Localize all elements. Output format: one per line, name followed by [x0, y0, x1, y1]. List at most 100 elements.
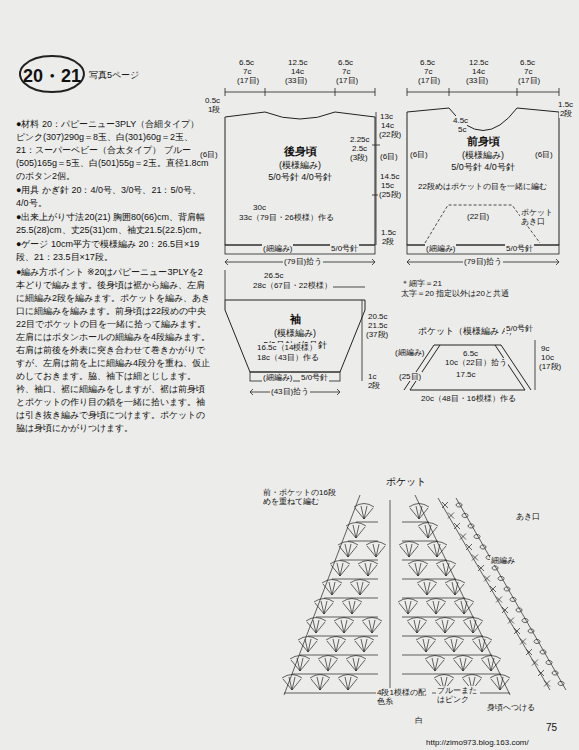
dimension-label: 1段 [207, 105, 221, 114]
chart-stroke [448, 513, 454, 519]
chart-stroke [334, 618, 354, 634]
dimension-label: (43目)拾う [270, 387, 310, 396]
chart-stroke [454, 523, 460, 529]
chart-stroke [436, 561, 456, 577]
dimension-label: 5c [457, 125, 467, 134]
dimension-label: 9c [540, 344, 550, 353]
dimension-label: 26.5c [263, 271, 285, 280]
chart-stroke [418, 523, 438, 539]
dimension-label: 7c [242, 67, 252, 76]
chart-stroke [290, 656, 310, 672]
dimension-label: ＊細字＝21 [400, 279, 443, 288]
dimension-label: 5/0号針 [300, 373, 329, 382]
dimension-label: (17目) [517, 76, 541, 85]
dimension-label: (17段) [538, 362, 562, 371]
piece-title: 袖 [290, 312, 301, 327]
chart-stroke [398, 599, 418, 615]
dimension-label: 21.5c [367, 321, 389, 330]
chart-stroke [472, 637, 492, 653]
dimension-label: 12.5c [287, 58, 309, 67]
dimension-label: (6目) [409, 150, 429, 159]
dimension-label: 13c [379, 112, 394, 121]
dimension-label: (33目) [284, 76, 308, 85]
chart-stroke [444, 637, 464, 653]
dimension-label: 5/0号針 [505, 244, 534, 253]
piece-title: ポケット（模様編み A） [418, 325, 517, 337]
dimension-label: (細編み) [262, 244, 293, 253]
chart-label: ポケット [385, 476, 427, 488]
dimension-label: 14c [471, 67, 486, 76]
note-text: ●編み方ポイント ※20はパピーニュー3PLYを2本どりで編みます。後身頃は裾か… [16, 266, 210, 436]
dimension-label: 7c [523, 67, 533, 76]
dimension-label: 14.5c [379, 172, 401, 181]
dimension-label: 30c [252, 203, 267, 212]
dimension-label: ポケットあき口 [520, 208, 556, 226]
chart-stroke [310, 675, 330, 691]
dimension-label: (22目) [466, 212, 490, 221]
dimension-label: (33目) [465, 76, 489, 85]
dimension-line [362, 300, 363, 381]
chart-stroke [366, 542, 386, 558]
chart-stroke [340, 560, 447, 561]
chart-stroke [399, 542, 419, 558]
chart-stroke [407, 618, 427, 634]
piece-note: (模様編み) [462, 149, 504, 161]
chart-label: 4段1模様の配色糸 [376, 688, 432, 706]
dimension-label: (25段) [378, 190, 402, 199]
dimension-label: (細編み) [262, 373, 293, 382]
piece-title: 前身頃 [467, 134, 500, 149]
chart-stroke [442, 502, 448, 508]
dimension-label: 太字＝20 指定以外は20と共通 [400, 289, 510, 298]
dimension-label: 7c [341, 67, 351, 76]
chart-stroke [330, 561, 350, 577]
dimension-label: 1c [367, 372, 377, 381]
dimension-label: 6.5c [337, 58, 354, 67]
dimension-label: 16.5c（14模様） [256, 343, 318, 352]
dimension-label: 20.5c [367, 312, 389, 321]
chart-stroke [417, 580, 437, 596]
note-text: ●材料 20：パピーニュー3PLY（合細タイプ） ピンク(307)290g＝8玉… [16, 118, 210, 183]
chart-stroke [338, 675, 358, 691]
chart-stroke [332, 579, 456, 580]
crochet-chart [282, 495, 566, 700]
chart-label: 細編み [490, 556, 516, 565]
dimension-label: 12.5c [468, 58, 490, 67]
note-text: ●出来上がり寸法20(21) 胸囲80(66)cm、背肩幅25.5(28)cm、… [16, 211, 210, 237]
piece-note: 5/0号針 4/0号針 [268, 171, 332, 183]
chart-stroke [460, 534, 466, 540]
dimension-label: (細編み) [394, 348, 425, 357]
piece-text: 20・21 [20, 64, 84, 88]
chart-stroke [292, 674, 501, 675]
chart-stroke [453, 656, 473, 672]
chart-stroke [356, 522, 429, 523]
dimension-label: 15c [380, 181, 395, 190]
chart-stroke [362, 618, 382, 634]
dimension-label: (6目) [379, 152, 399, 161]
dimension-label: 14c [380, 121, 395, 130]
chart-stroke [502, 607, 508, 613]
chart-label: 白 [414, 716, 424, 725]
dimension-label: 2段 [559, 109, 573, 118]
dimension-label: 22段めはポケットの目を一緒に編む [417, 182, 548, 191]
dimension-label: 6.5c [238, 58, 255, 67]
chart-stroke [326, 637, 346, 653]
dimension-label: 5/0号針 [505, 324, 534, 333]
chart-stroke [438, 498, 566, 690]
chart-label: 前・ポケットの16段めを重ねて編む [262, 488, 342, 506]
dimension-label: (79目)拾う [283, 257, 323, 266]
piece-note: (模様編み) [274, 327, 316, 339]
piece-title: 20・21 [23, 64, 81, 88]
dimension-label: 2.25c [349, 135, 371, 144]
dimension-label: (17目) [335, 76, 359, 85]
dimension-line [407, 88, 559, 96]
chart-stroke [350, 580, 370, 596]
chart-stroke [435, 618, 455, 634]
chart-stroke [409, 504, 429, 520]
page-mark: http://zimo973.blog.163.com/ [425, 738, 530, 747]
dimension-label: (17目) [417, 76, 441, 85]
dimension-label: (6目) [199, 150, 219, 159]
chart-stroke [282, 675, 302, 691]
dimension-label: 7c [423, 67, 433, 76]
dimension-label: 17.5c [455, 370, 477, 379]
chart-stroke [463, 618, 483, 634]
